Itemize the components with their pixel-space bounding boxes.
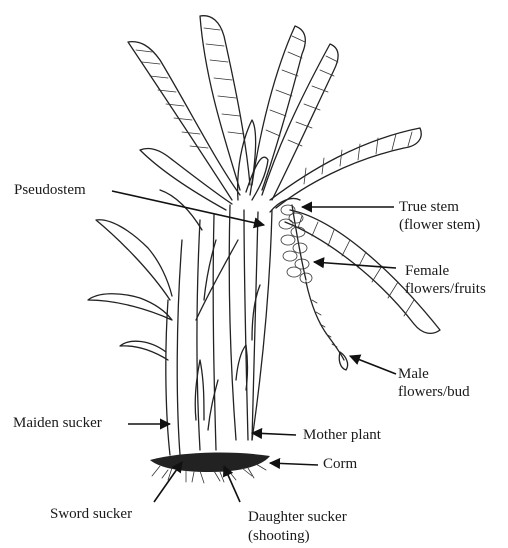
label-female-note: flowers/fruits [405, 280, 486, 298]
label-pseudostem: Pseudostem [14, 181, 86, 199]
label-daughter-sucker: Daughter sucker [248, 508, 347, 526]
arrow-daughter-sucker [224, 466, 240, 502]
leaf-blades [128, 16, 440, 334]
label-sword-sucker: Sword sucker [50, 505, 132, 523]
label-true-stem-note: (flower stem) [399, 216, 480, 234]
label-mother-plant: Mother plant [303, 426, 381, 444]
banana-bunch [270, 199, 348, 371]
arrow-pseudostem [112, 191, 264, 225]
label-maiden-sucker: Maiden sucker [13, 414, 102, 432]
arrow-female [314, 262, 396, 268]
corm-roots [150, 453, 270, 483]
label-corm: Corm [323, 455, 357, 473]
pseudostem-lines [88, 190, 272, 455]
arrow-male [350, 356, 396, 374]
arrow-mother-plant [252, 433, 296, 435]
label-female: Female [405, 262, 449, 280]
label-true-stem: True stem [399, 198, 459, 216]
label-male-note: flowers/bud [398, 383, 470, 401]
label-daughter-sucker-note: (shooting) [248, 527, 310, 545]
arrow-corm [270, 463, 318, 465]
label-male: Male [398, 365, 429, 383]
